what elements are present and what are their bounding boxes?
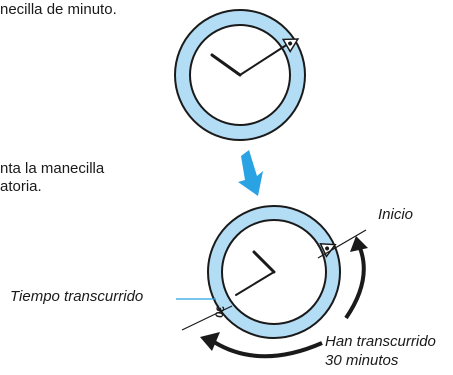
minute-hand-bottom: [235, 271, 275, 296]
instruction-line-hand: nta la manecilla: [0, 160, 105, 177]
curved-arrow-icon-bottom: [200, 332, 323, 359]
watch-bottom: 30: [207, 205, 341, 339]
label-time-passed-line1: Han transcurrido: [325, 333, 436, 350]
instruction-line-minute-hand: necilla de minuto.: [0, 1, 117, 18]
down-arrow-icon: [238, 150, 263, 196]
instruction-line-rotatory: atoria.: [0, 178, 42, 195]
label-elapsed-time: Tiempo transcurrido: [10, 288, 144, 305]
bezel-marker-30: 30: [212, 304, 226, 318]
marker-leader-line: [181, 305, 233, 331]
watch-top: [174, 9, 306, 141]
hour-hand-top: [210, 53, 242, 77]
minute-hand-top: [239, 43, 289, 76]
triangle-pip-icon: [281, 38, 300, 54]
label-start: Inicio: [378, 206, 414, 223]
hour-hand-bottom: [252, 250, 276, 274]
start-leader-line: [317, 229, 367, 259]
curved-arrow-icon-right: [344, 236, 368, 320]
label-time-passed-line2: 30 minutos: [325, 352, 399, 369]
